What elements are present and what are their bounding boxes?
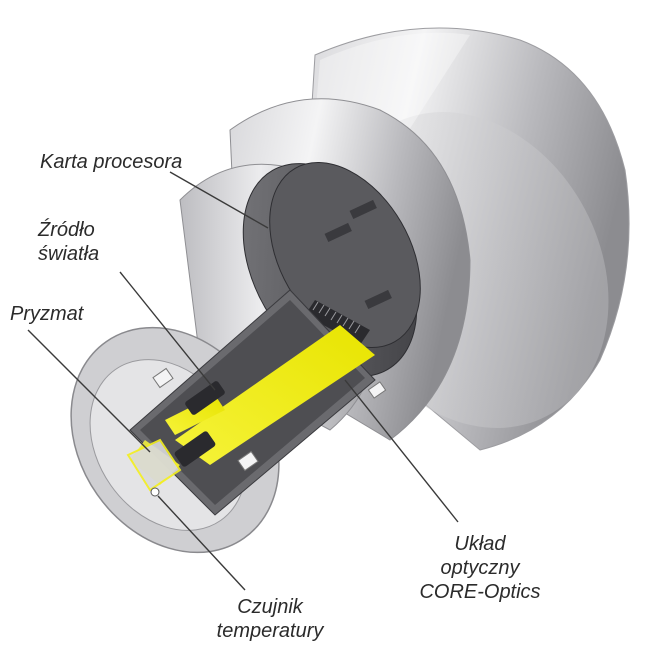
leader-prism [27,329,151,453]
leader-lines [27,171,459,591]
label-prism-text: Pryzmat [10,303,84,325]
leader-processor [169,171,269,229]
label-temperature-sensor: Czujnik temperatury [200,595,340,643]
label-light-source: Źródło światła [38,218,99,266]
label-light-source-line1: Źródło [38,219,95,241]
label-temperature-sensor-line2: temperatury [216,620,324,642]
leader-optics [344,379,459,523]
label-light-source-line2: światła [38,243,100,265]
label-temperature-sensor-line1: Czujnik [237,596,303,618]
label-prism: Pryzmat [10,302,83,326]
prism [126,438,182,497]
clamp-details [152,367,387,472]
leader-light-source [119,271,216,391]
label-optical-system-line2: optyczny [440,557,520,579]
leader-temperature [157,495,246,591]
label-optical-system-line1: Układ [454,533,506,555]
label-processor-board: Karta procesora [40,150,182,174]
label-processor-board-text: Karta procesora [40,151,183,173]
label-optical-system-line3: CORE-Optics [419,581,541,603]
label-optical-system: Układ optyczny CORE-Optics [405,532,555,604]
